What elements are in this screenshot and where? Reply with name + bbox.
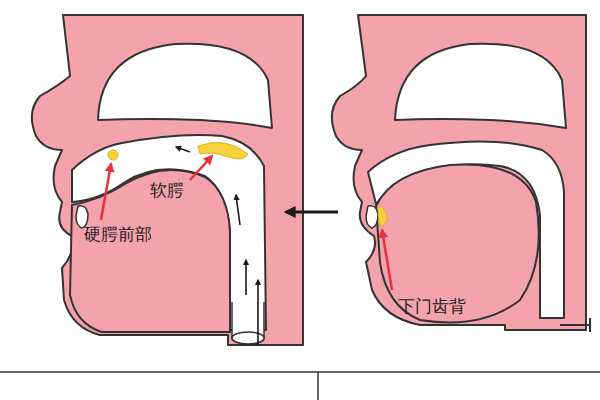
part-label: 软腭 [150,180,184,200]
tooth-back-mark [378,206,387,226]
table-rule [317,372,319,400]
left-head [32,15,303,345]
nasal-cavity [98,44,272,128]
head-outline [332,15,586,330]
transition-arrow [286,211,338,214]
part-label: 硬腭前部 [84,224,152,244]
right-head [332,15,590,332]
airflow-arrow [176,147,190,152]
tongue [376,164,539,322]
pointer-arrow [382,230,392,290]
part-label: 下门齿背 [398,296,466,316]
airflow-arrow [245,260,247,295]
larynx-ring [232,332,264,344]
neck-line [560,318,590,332]
pointer-arrow [190,156,212,180]
soft-palate-mark [198,142,248,158]
nasal-cavity [395,44,566,128]
hard-palate-mark [108,150,118,160]
airflow-arrow [236,195,240,225]
pointer-arrow [101,164,111,220]
lower-tooth [366,206,378,228]
tongue [70,170,230,332]
larynx-tube [232,302,264,344]
airflow-arrows [176,147,258,345]
airflow-arrow [257,280,259,345]
head-outline [32,15,303,345]
table-rule [0,371,600,373]
